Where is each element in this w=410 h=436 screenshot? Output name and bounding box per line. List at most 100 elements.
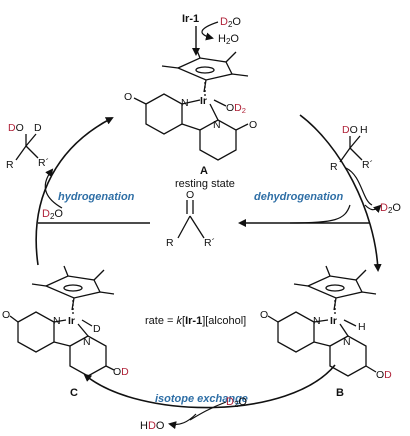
cp-me3-b [355,269,367,281]
exchange-uptake-curl [189,401,227,421]
caption-a: resting state [175,178,235,190]
ligand-n-right-c: N [83,336,91,348]
od-group-b: OD [376,369,392,381]
complex-a [133,47,249,161]
biaryl-bond-b [313,341,331,347]
co-bond-b [267,315,279,323]
n-ir-bond-b [313,319,329,323]
ligand-o-b: O [260,309,268,321]
activation-byproduct: H2O [218,33,239,46]
ligand-n-right-b: N [343,336,351,348]
ketone [177,200,205,239]
hdo-bottom: HDO [140,420,165,432]
label-b: B [336,387,344,399]
cp-me1-a [161,65,179,69]
hydride-b: H [358,321,366,333]
d-alcohol-bond-r [15,145,27,161]
deuteride-c: D [93,323,101,335]
ketone-r: R [166,237,174,249]
cp-ring-b [306,275,363,299]
ligand-n-left-a: N [181,97,189,109]
left-ring-c [17,311,55,353]
cp-me2-b [325,265,331,277]
ketone-release-arc [289,204,351,224]
deuterated-alcohol [15,133,39,161]
co-bond-right-a [235,123,249,131]
ir-n-bond-a [209,103,219,121]
biaryl-bond-c [53,341,71,347]
left-ring-a [145,93,183,135]
activation-reagent: D2O [220,16,241,29]
alcohol-uptake-curl [345,167,373,206]
ligand-n-left-c: N [53,315,61,327]
d2o-bottom: D2O [226,396,247,409]
n-ir-bond-c [53,319,67,323]
cp-me4-b [361,291,377,295]
ligand-o-c: O [2,309,10,321]
alcohol-bond-r [339,147,351,163]
ligand-n-right-a: N [213,119,221,131]
catalyst-name: Ir-1 [182,13,199,25]
catalyst-activation: Ir-1 D2O H2O [182,13,241,56]
ligand-o-left-a: O [124,91,132,103]
left-ring-b [277,311,315,353]
d-alcohol-od: DO [8,122,24,134]
d2o-right: D2O [380,202,401,215]
alcohol-ch [349,135,361,149]
od-bond-c [105,365,115,371]
od2-ligand-a: OD2 [226,102,246,115]
cp-ring-a [176,57,233,81]
ketone-r2: R´ [204,237,215,249]
label-c: C [70,387,78,399]
cp-me1-c [31,283,47,287]
alcohol-r: R [330,161,338,173]
ir-o-bond-a [213,99,227,107]
cp-me4-c [99,291,115,295]
alcohol-h: H [360,124,368,136]
step-dehydrogenation: dehydrogenation [254,191,344,203]
alcohol-r2: R´ [362,159,373,171]
biaryl-bond-a [181,123,201,131]
deuterated-release-curl [44,168,63,209]
d-alcohol-bond-r2 [25,145,39,159]
cp-aromatic-a [195,66,215,74]
label-a: A [200,165,208,177]
complex-c [9,265,115,377]
cp-me2-a [195,47,201,59]
d-alcohol-r2: R´ [38,157,49,169]
od-group-c: OD [113,366,129,378]
ir-d-bond-c [81,319,93,327]
co-bond-left-a [133,97,147,105]
cp-aromatic-c [63,284,83,292]
d-alcohol-cd [25,133,37,147]
activation-curl [201,21,219,41]
cp-aromatic-b [325,284,345,292]
oh-bond-b [365,365,377,373]
d2o-release-curl [364,204,382,214]
ketone-bond-right [189,215,205,239]
hdo-release-curl [168,413,197,430]
cp-me2-c [63,265,69,277]
arrow-a-to-b [299,114,382,272]
ketone-bond-left [177,215,191,239]
alcohol [339,135,363,163]
complex-b [267,265,377,377]
d2o-left: D2O [42,208,63,221]
metal-b: Ir [330,315,337,327]
ligand-n-left-b: N [313,315,321,327]
co-bond-c [9,315,19,323]
cp-me3-a [225,51,237,63]
rate-law: rate = k[Ir-1][alcohol] [145,315,246,327]
metal-c: Ir [68,315,75,327]
step-hydrogenation: hydrogenation [58,191,135,203]
cp-me4-a [231,73,249,77]
cp-ring-c [44,275,101,299]
step-isotope-exchange: isotope exchange [155,393,248,405]
ir-h-bond-b [343,319,357,327]
cycle-arrows [35,114,382,430]
metal-a: Ir [200,95,207,107]
alcohol-bond-r2 [349,147,363,161]
ligand-o-right-a: O [249,119,257,131]
